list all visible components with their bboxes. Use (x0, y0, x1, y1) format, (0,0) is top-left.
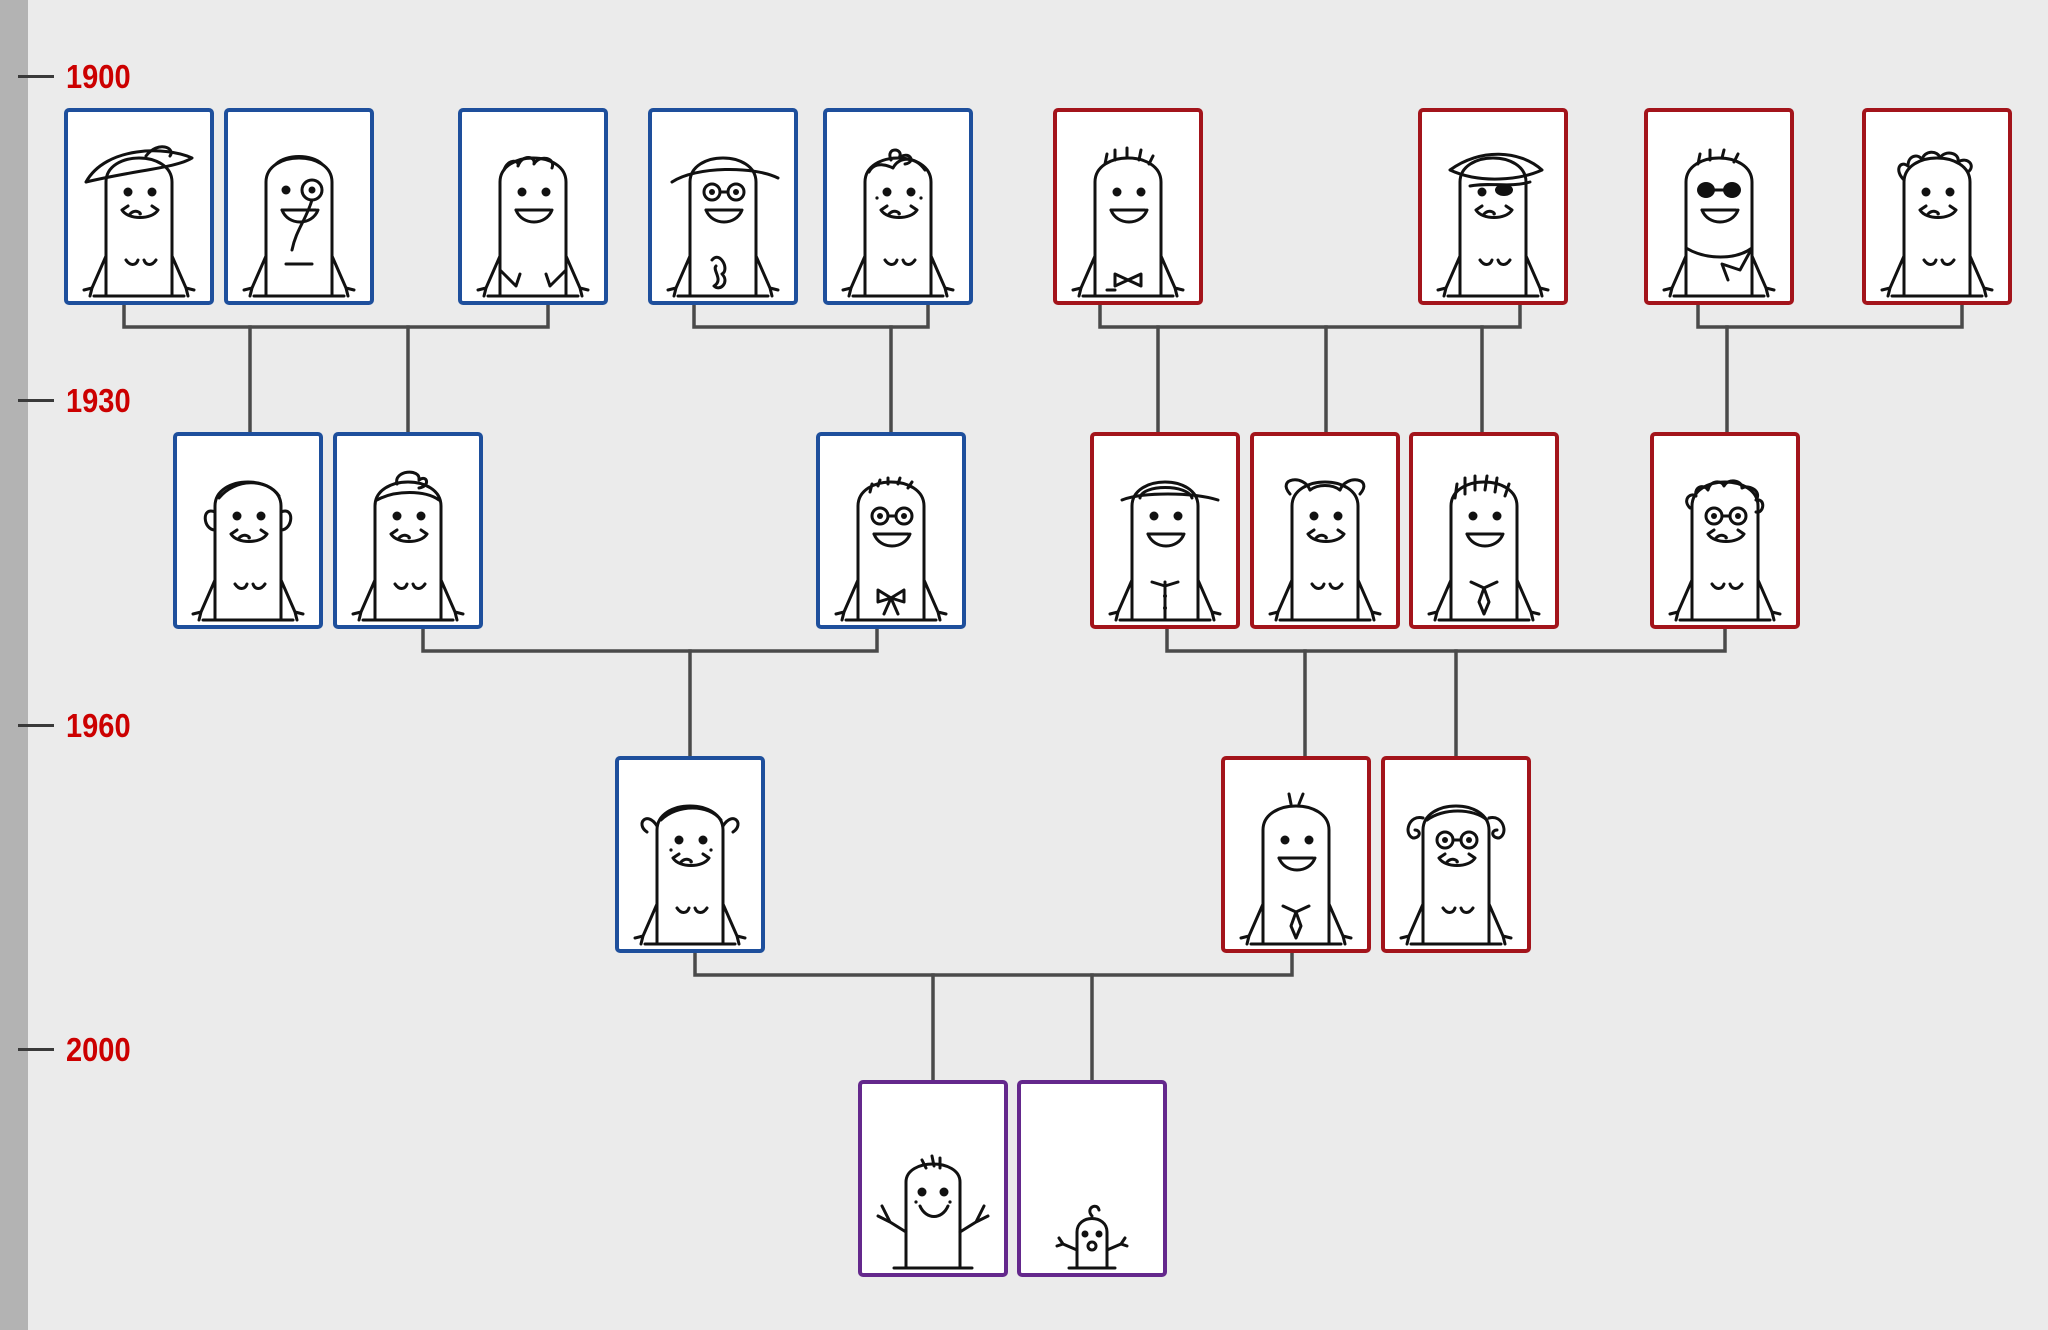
woman-with-curls-and-glasses-icon (1399, 804, 1513, 946)
man-with-hat-and-buttoned-shirt-icon (1108, 480, 1222, 622)
portrait-card-children-c1 (858, 1080, 1008, 1277)
woman-with-curly-hair-icon (1880, 150, 1994, 298)
man-with-glasses-and-bow-icon (834, 476, 948, 622)
portrait-frame-p8 (816, 432, 966, 629)
man-with-sunglasses-and-scarf-icon (1662, 148, 1776, 298)
portrait-frame-p3 (458, 108, 608, 305)
man-with-curly-hair-and-collar-icon (476, 156, 590, 298)
portrait-frame-m4 (1862, 108, 2012, 305)
portrait-frame-m3 (1644, 108, 1794, 305)
man-with-tie-and-spiky-hair-icon (1427, 474, 1541, 622)
year-label-2000: 2000 (66, 1031, 131, 1068)
portrait-card-maternal-m1 (1053, 108, 1203, 305)
portrait-card-maternal-m7 (1409, 432, 1559, 629)
portrait-card-maternal-m4 (1862, 108, 2012, 305)
child-with-raised-hands-icon (876, 1154, 990, 1270)
woman-with-short-hair-icon (191, 480, 305, 622)
portrait-card-paternal-p1 (64, 108, 214, 305)
portrait-card-maternal-m3 (1644, 108, 1794, 305)
portrait-card-paternal-p5 (823, 108, 973, 305)
portrait-frame-m2 (1418, 108, 1568, 305)
portrait-card-maternal-m10 (1381, 756, 1531, 953)
couple-line-m5-m8 (1165, 626, 1727, 653)
portrait-card-children-c2 (1017, 1080, 1167, 1277)
man-with-tie-icon (1239, 792, 1353, 946)
year-tick-1900 (18, 75, 54, 78)
year-tick-2000 (18, 1048, 54, 1051)
portrait-frame-m5 (1090, 432, 1240, 629)
year-tick-1960 (18, 724, 54, 727)
couple-line-p4-p5 (692, 302, 930, 329)
couple-line-p7-p8 (421, 626, 879, 653)
woman-with-eyepatch-hat-icon (1436, 152, 1550, 298)
portrait-cards (64, 108, 2012, 1277)
woman-with-hair-bun-icon (351, 470, 465, 622)
portrait-frame-p4 (648, 108, 798, 305)
portrait-frame-m9 (1221, 756, 1371, 953)
portrait-frame-p9 (615, 756, 765, 953)
woman-with-sunhat-icon (82, 145, 196, 298)
portrait-card-paternal-p9 (615, 756, 765, 953)
portrait-frame-p2 (224, 108, 374, 305)
year-label-1960: 1960 (66, 707, 131, 744)
portrait-card-maternal-m8 (1650, 432, 1800, 629)
portrait-frame-p5 (823, 108, 973, 305)
man-with-glasses-and-ruffled-shirt-icon (666, 156, 780, 298)
portrait-frame-m7 (1409, 432, 1559, 629)
portrait-frame-p6 (173, 432, 323, 629)
couple-line-p9-m9 (693, 950, 1294, 977)
woman-with-pigtails-and-freckles-icon (633, 804, 747, 946)
portrait-frame-p7 (333, 432, 483, 629)
portrait-card-paternal-p3 (458, 108, 608, 305)
man-with-mustache-and-bowtie-icon (1071, 146, 1185, 298)
couple-line-m3-m4 (1696, 302, 1964, 329)
couple-line-m1-m2 (1098, 302, 1522, 329)
timeline-bar (0, 0, 28, 1330)
man-with-monocle-icon (242, 155, 356, 298)
year-label-1930: 1930 (66, 382, 131, 419)
portrait-frame-c1 (858, 1080, 1008, 1277)
woman-with-curls-and-glasses-icon (1668, 479, 1782, 622)
portrait-card-maternal-m6 (1250, 432, 1400, 629)
portrait-frame-p1 (64, 108, 214, 305)
portrait-frame-m6 (1250, 432, 1400, 629)
portrait-frame-m8 (1650, 432, 1800, 629)
portrait-card-paternal-p7 (333, 432, 483, 629)
portrait-card-paternal-p2 (224, 108, 374, 305)
portrait-frame-c2 (1017, 1080, 1167, 1277)
year-label-1900: 1900 (66, 58, 131, 95)
portrait-frame-m1 (1053, 108, 1203, 305)
connector-lines (122, 302, 1964, 1084)
woman-with-hair-bow-icon (1268, 478, 1382, 622)
portrait-card-paternal-p6 (173, 432, 323, 629)
portrait-card-paternal-p8 (816, 432, 966, 629)
portrait-card-maternal-m9 (1221, 756, 1371, 953)
portrait-frame-m10 (1381, 756, 1531, 953)
woman-with-bow-and-freckles-icon (841, 148, 955, 298)
portrait-card-maternal-m2 (1418, 108, 1568, 305)
baby-with-pacifier-icon (1055, 1204, 1129, 1270)
couple-line-p1-p3 (122, 302, 550, 329)
portrait-card-paternal-p4 (648, 108, 798, 305)
portrait-card-maternal-m5 (1090, 432, 1240, 629)
year-tick-1930 (18, 399, 54, 402)
